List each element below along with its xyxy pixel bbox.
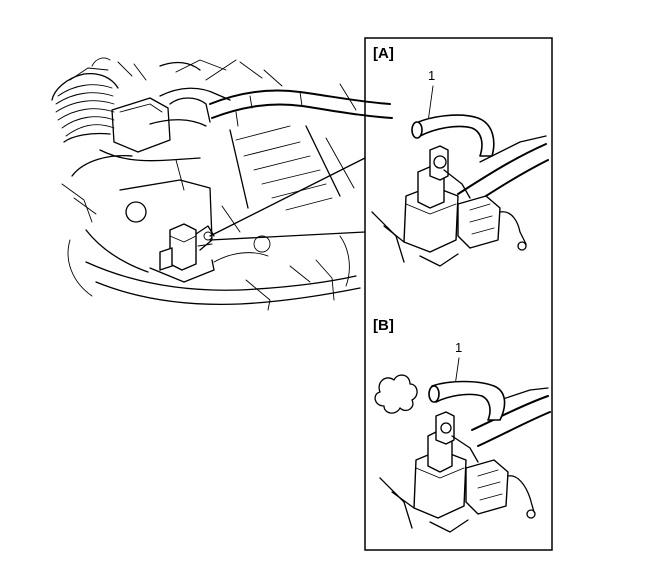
panel-b-label: [B] [373, 317, 394, 334]
zoom-leader-bottom [209, 231, 366, 241]
zoom-leader-top [209, 157, 366, 237]
panel-a: [A] 1 [371, 45, 549, 267]
panel-a-callout: 1 [428, 68, 435, 83]
air-puff-icon [374, 374, 418, 414]
panel-a-label: [A] [373, 45, 394, 62]
panel-a-hose [413, 114, 495, 157]
panel-b-callout: 1 [455, 340, 462, 355]
detail-frame [364, 37, 553, 551]
panel-b-hose [431, 380, 506, 421]
panel-a-leader [427, 85, 434, 123]
panel-a-vacuum-switch [371, 145, 527, 267]
panel-b-vacuum-switch [379, 411, 536, 533]
panel-b: [B] 1 [373, 317, 551, 533]
engine-bay-overview [51, 57, 393, 311]
